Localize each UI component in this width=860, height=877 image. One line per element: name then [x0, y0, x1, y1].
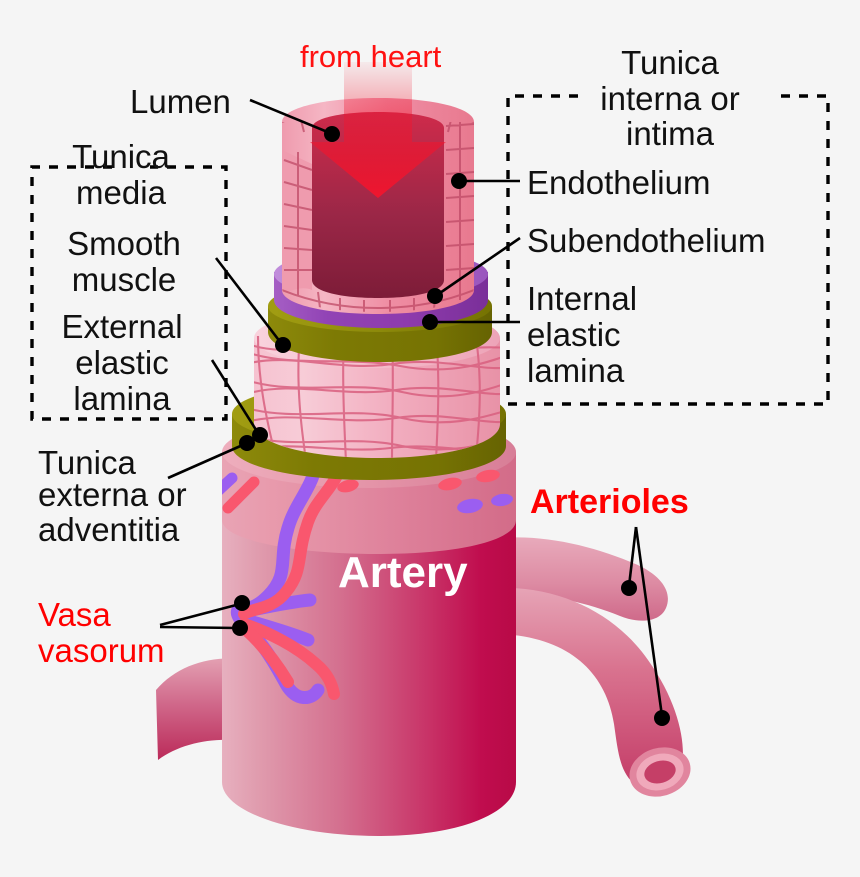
- label-internal-elastic-lamina-line1: Internal: [527, 280, 637, 317]
- label-tunica-interna-line1: Tunica: [621, 44, 719, 81]
- label-arterioles: Arterioles: [530, 483, 689, 521]
- label-tunica-interna-line2: interna or: [600, 80, 739, 117]
- label-from-heart: from heart: [300, 39, 442, 74]
- label-tunica-interna-line3: intima: [626, 115, 715, 152]
- label-tunica-media-line1: Tunica: [72, 138, 170, 175]
- label-subendothelium: Subendothelium: [527, 222, 766, 259]
- label-endothelium: Endothelium: [527, 164, 710, 201]
- label-smooth-muscle-line1: Smooth: [67, 225, 181, 262]
- label-external-elastic-lamina-line2: elastic: [75, 344, 169, 381]
- label-vasa-vasorum-line2: vasorum: [38, 632, 165, 669]
- label-artery: Artery: [338, 548, 468, 597]
- label-vasa-vasorum-line1: Vasa: [38, 596, 111, 633]
- label-tunica-externa-line1: Tunica: [38, 444, 136, 481]
- blood-flow-arrow: [310, 62, 446, 198]
- tunica-interna-box: [506, 94, 830, 406]
- arteriole-branch-right-upper: [500, 537, 668, 621]
- arteriole-branch-right-lower: [498, 587, 691, 797]
- label-tunica-externa-line2: externa or: [38, 476, 187, 513]
- label-lumen: Lumen: [130, 83, 231, 120]
- label-internal-elastic-lamina-line2: elastic: [527, 316, 621, 353]
- label-smooth-muscle-line2: muscle: [72, 261, 177, 298]
- leader-lines: [159, 98, 670, 726]
- label-tunica-media-line2: media: [76, 174, 167, 211]
- label-external-elastic-lamina-line1: External: [61, 308, 182, 345]
- label-external-elastic-lamina-line3: lamina: [73, 380, 171, 417]
- endothelium-cells: [282, 122, 474, 312]
- label-tunica-externa-line3: adventitia: [38, 511, 180, 548]
- label-internal-elastic-lamina-line3: lamina: [527, 352, 625, 389]
